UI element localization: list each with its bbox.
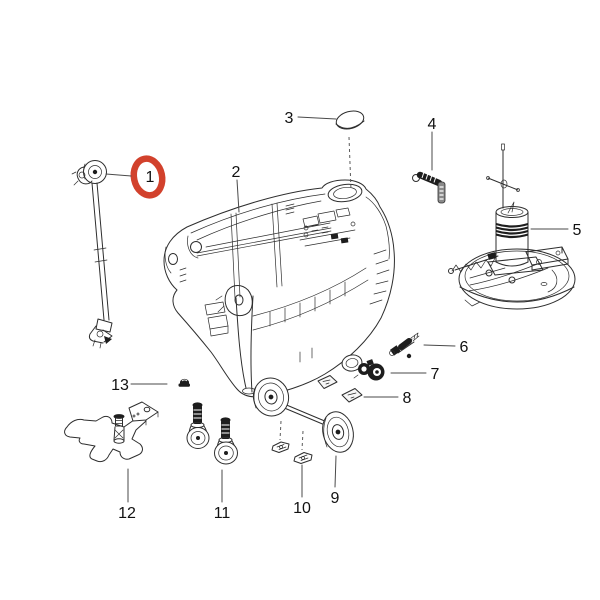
part-12-label: 12 — [118, 505, 136, 522]
clip-1-dashed-line — [279, 420, 282, 441]
part-3-label: 3 — [285, 110, 294, 127]
part-1-label: 1 — [146, 169, 155, 186]
part-6-label: 6 — [460, 339, 469, 356]
part-10-label: 10 — [293, 500, 311, 517]
clip-2-dashed-line — [301, 430, 304, 451]
part-7-label: 7 — [431, 366, 440, 383]
cap-alignment-dashed-line — [348, 136, 352, 191]
part-9-label: 9 — [331, 490, 340, 507]
part-9-axle-wheels-drawing — [252, 377, 354, 453]
part-6-fitting-drawing — [389, 332, 420, 359]
part-10-clips-drawing — [271, 420, 313, 464]
part-12-bracket-drawing — [64, 401, 159, 463]
highlight-ellipse-part-1 — [130, 155, 166, 199]
part-5-label: 5 — [573, 222, 582, 239]
part-4-label: 4 — [428, 116, 437, 133]
part-labels: 1 2 3 4 5 6 7 8 9 10 11 12 13 — [111, 110, 581, 522]
part-8-label: 8 — [403, 390, 412, 407]
leader-line-9 — [334, 455, 337, 488]
leader-line-2 — [236, 179, 240, 213]
part-2-label: 2 — [232, 164, 241, 181]
part-11-casters-drawing — [186, 402, 238, 465]
part-1-pull-rod-drawing — [71, 160, 113, 349]
leader-line-3 — [297, 116, 337, 120]
part-5-motor-assembly-drawing — [448, 143, 576, 310]
leader-line-1 — [105, 173, 132, 177]
part-8-pads-drawing — [317, 375, 363, 403]
part-3-cap-drawing — [335, 110, 365, 191]
part-11-label: 11 — [214, 505, 231, 522]
part-4-spring-drawing — [412, 171, 446, 204]
part-7-valve-drawing — [353, 359, 385, 381]
part-2-tank-drawing — [163, 179, 395, 398]
leader-lines — [105, 116, 569, 503]
part-13-label: 13 — [111, 377, 129, 394]
part-13-plug-drawing — [178, 378, 190, 387]
leader-line-6 — [423, 344, 456, 347]
